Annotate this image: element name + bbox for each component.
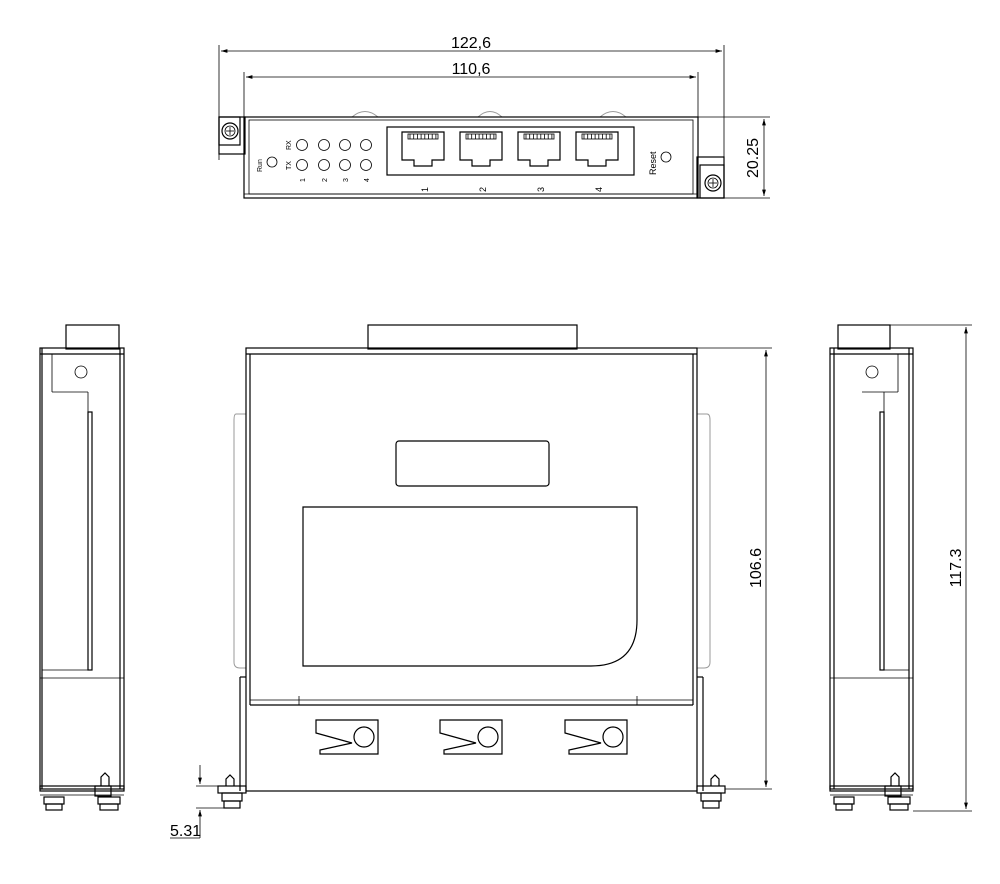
left-side-view xyxy=(39,324,125,811)
din-clip xyxy=(439,719,503,755)
left-screw xyxy=(221,122,239,140)
overall-width-dimension: 122,6 xyxy=(218,35,725,160)
rj45-ports xyxy=(401,131,619,167)
run-led: Run xyxy=(257,156,278,172)
port-number-1: 1 xyxy=(420,187,430,192)
rj45-port xyxy=(517,131,561,167)
led-number-4: 4 xyxy=(364,178,371,182)
foot-height-value: 5.31 xyxy=(170,823,201,840)
inner-width-dimension: 110,6 xyxy=(243,61,699,118)
rj45-port xyxy=(401,131,445,167)
din-clip xyxy=(315,719,379,755)
port-leds: 1 2 3 4 xyxy=(296,139,372,182)
rj45-port xyxy=(459,131,503,167)
led-number-2: 2 xyxy=(322,178,329,182)
right-side-view: 117.3 xyxy=(829,324,972,812)
port-number-3: 3 xyxy=(536,187,546,192)
led-number-3: 3 xyxy=(343,178,350,182)
foot-height-dimension: 5.31 xyxy=(170,765,224,840)
front-height-value: 20.25 xyxy=(745,138,762,178)
body-height-dimension: 106.6 xyxy=(697,347,772,790)
tx-label: TX xyxy=(286,161,293,170)
port-number-4: 4 xyxy=(594,187,604,192)
din-clips xyxy=(315,719,628,755)
overall-width-value: 122,6 xyxy=(451,35,491,52)
front-height-dimension: 20.25 xyxy=(698,116,770,199)
body-height-value: 106.6 xyxy=(748,548,765,588)
reset-button: Reset xyxy=(648,151,672,175)
total-height-dimension: 117.3 xyxy=(890,324,972,812)
reset-label: Reset xyxy=(648,151,658,175)
port-number-2: 2 xyxy=(478,187,488,192)
run-label: Run xyxy=(257,159,264,172)
total-height-value: 117.3 xyxy=(948,548,965,587)
rj45-port xyxy=(575,131,619,167)
front-view: 122,6 110,6 xyxy=(218,35,770,199)
rx-label: RX xyxy=(286,140,293,150)
led-number-1: 1 xyxy=(300,178,307,182)
main-view: 106.6 5.31 xyxy=(170,324,772,840)
right-screw xyxy=(704,174,722,192)
inner-width-value: 110,6 xyxy=(452,61,491,78)
din-clip xyxy=(564,719,628,755)
